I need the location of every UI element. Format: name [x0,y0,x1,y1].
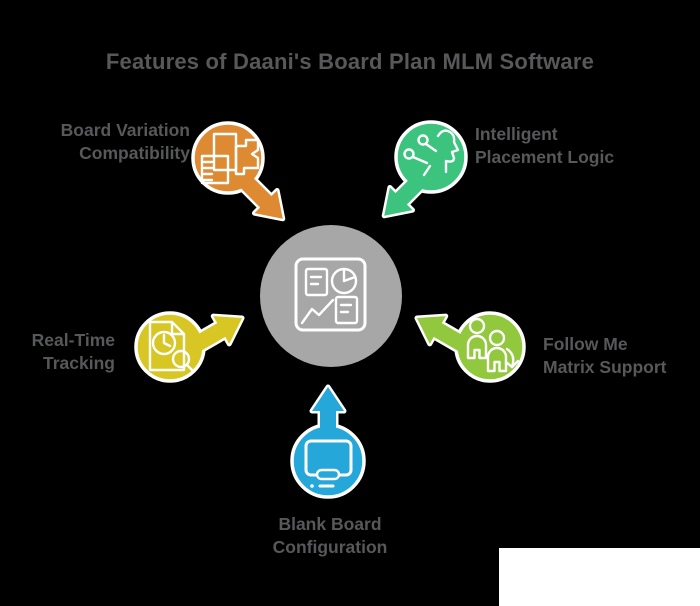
feature-label-follow-me-matrix: Follow Me Matrix Support [543,333,698,379]
feature-label-line: Matrix Support [543,357,667,377]
feature-label-line: Blank Board [278,514,382,534]
feature-label-board-variation: Board Variation Compatibility [20,119,190,165]
white-corner-block [499,548,700,606]
feature-label-line: Real-Time [31,330,115,350]
feature-label-line: Follow Me [543,334,628,354]
feature-label-line: Intelligent [475,124,558,144]
feature-real-time-tracking [134,304,250,383]
feature-label-blank-board: Blank Board Configuration [230,513,430,559]
feature-label-real-time-tracking: Real-Time Tracking [5,329,115,375]
board-blocks-icon [200,132,260,185]
ai-head-icon [403,129,460,177]
follow-users-icon [466,317,520,373]
dashboard-icon [294,257,367,332]
center-circle [260,225,402,367]
feature-follow-me-matrix [409,304,526,383]
tracking-doc-icon [148,320,195,373]
feature-label-line: Placement Logic [475,147,615,167]
feature-intelligent-placement [373,120,468,227]
center-hub [260,225,402,367]
feature-blank-board [290,387,366,499]
feature-label-line: Board Variation [60,120,190,140]
monitor-icon [304,439,353,488]
feature-label-line: Compatibility [79,143,190,163]
infographic-title: Features of Daani's Board Plan MLM Softw… [105,49,595,74]
feature-label-intelligent-placement: Intelligent Placement Logic [475,123,665,169]
intelligent-placement-circle [394,120,468,194]
feature-board-variation [191,121,294,230]
feature-label-line: Configuration [272,537,388,557]
feature-label-line: Tracking [43,353,115,373]
